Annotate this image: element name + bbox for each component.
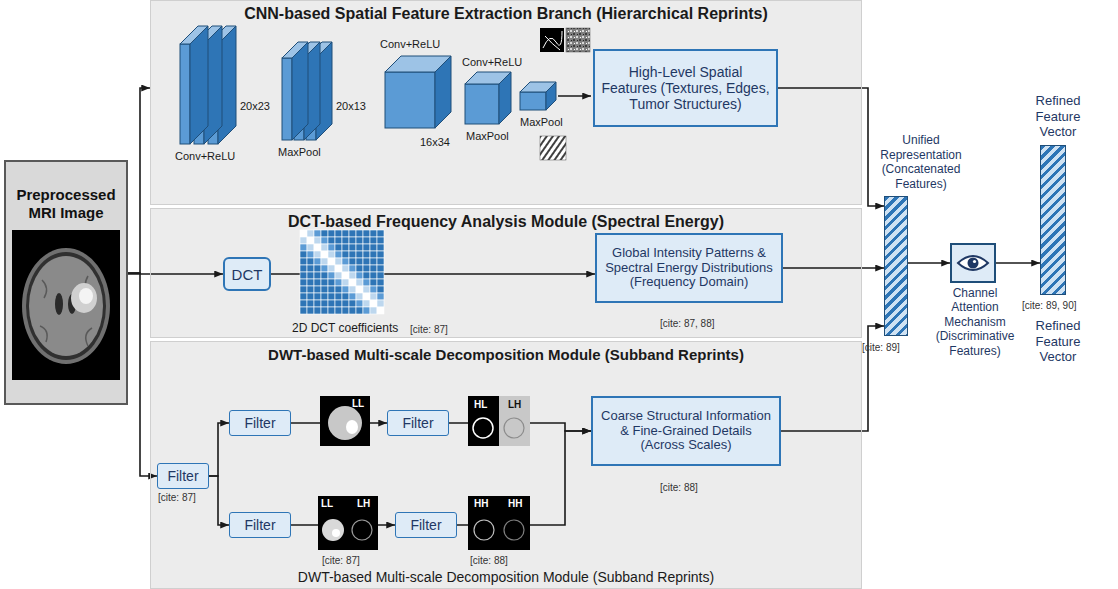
subband-label: LH xyxy=(508,399,521,411)
panel-ground xyxy=(150,341,862,589)
feature-box: Coarse Structural Information & Fine-Gra… xyxy=(591,396,781,466)
box-text: Filter xyxy=(410,517,441,533)
layer-block xyxy=(282,42,308,140)
connector-arrow xyxy=(128,88,150,273)
citation: [cite: 88] xyxy=(470,555,508,567)
cnn-output-arrow xyxy=(558,95,591,97)
box-text: DCT xyxy=(232,266,263,283)
feature-box: Global Intensity Patterns & Spectral Ene… xyxy=(595,233,783,303)
subband-label: HH xyxy=(508,498,522,510)
citation: [cite: 88] xyxy=(660,482,698,494)
input-title: Preprocessed MRI Image xyxy=(12,186,120,222)
citation: [cite: 87, 88] xyxy=(660,318,714,330)
connector-arrow xyxy=(908,262,950,264)
subband-images xyxy=(318,396,530,550)
matrix-caption: 2D DCT coefficients xyxy=(292,322,398,336)
panel-ground xyxy=(150,208,862,338)
box-text: Global Intensity Patterns & Spectral Ene… xyxy=(603,246,775,291)
attention-caption: Channel Attention Mechanism (Discriminat… xyxy=(928,286,1022,358)
bar-heading: Refined Feature Vector xyxy=(1023,318,1093,365)
filter-box: Filter xyxy=(157,463,209,489)
citation: [cite: 87] xyxy=(322,555,360,567)
layer-label: MaxPool xyxy=(278,146,321,159)
bar-heading: Refined Feature Vector xyxy=(1023,93,1093,140)
connector-arrow xyxy=(128,273,157,476)
connector-arrow xyxy=(209,476,229,525)
feature-thumbnails xyxy=(540,28,590,160)
filter-box: Filter xyxy=(229,410,291,436)
mri-scan-image xyxy=(12,230,120,380)
citation: [cite: 89, 90] xyxy=(1022,300,1076,312)
citation: [cite: 87] xyxy=(158,492,196,504)
subband-label: HL xyxy=(474,399,487,411)
box-text: Filter xyxy=(244,517,275,533)
input-image-box: Preprocessed MRI Image xyxy=(4,160,128,405)
panel-title: DWT-based Multi-scale Decomposition Modu… xyxy=(151,569,861,585)
panel-title: DCT-based Frequency Analysis Module (Spe… xyxy=(151,213,861,231)
citation: [cite: 89] xyxy=(862,342,900,354)
subband-label: LL xyxy=(352,398,364,410)
panel-title: CNN-based Spatial Feature Extraction Bra… xyxy=(151,5,861,23)
transform-box: DCT xyxy=(223,257,271,291)
box-text: Filter xyxy=(244,415,275,431)
layer-label: Conv+ReLU xyxy=(175,150,235,163)
feature-vector-bar: Refined Feature VectorRefined Feature Ve… xyxy=(1040,145,1066,295)
filter-box: Filter xyxy=(387,410,449,436)
dimension-label: 20x13 xyxy=(336,100,366,113)
dimension-label: 20x23 xyxy=(240,100,270,113)
box-text: Coarse Structural Information & Fine-Gra… xyxy=(599,409,773,454)
subband-label: LL xyxy=(321,498,333,510)
layer-label: MaxPool xyxy=(466,130,509,143)
attention-box: Channel Attention Mechanism (Discriminat… xyxy=(950,243,996,283)
layer-block xyxy=(520,82,556,110)
layer-block xyxy=(180,26,208,144)
connector-arrow xyxy=(996,262,1040,264)
subband-label: HH xyxy=(474,498,488,510)
branch-panel: DCT-based Frequency Analysis Module (Spe… xyxy=(150,208,862,338)
dimension-label: 16x34 xyxy=(420,136,450,149)
filter-box: Filter xyxy=(229,512,291,538)
cnn-layers xyxy=(180,26,556,144)
box-text: Filter xyxy=(167,468,198,484)
layer-block xyxy=(385,56,451,128)
panel-title: DWT-based Multi-scale Decomposition Modu… xyxy=(151,346,861,363)
connector-arrow xyxy=(778,88,884,206)
eye-icon xyxy=(956,252,990,274)
box-text: Filter xyxy=(402,415,433,431)
bar-heading: Unified Representation (Concatenated Fea… xyxy=(877,133,965,191)
connector-arrow xyxy=(128,273,223,275)
box-text: High-Level Spatial Features (Textures, E… xyxy=(601,64,770,112)
filter-box: Filter xyxy=(395,512,457,538)
dct-coefficient-matrix xyxy=(300,230,384,314)
panel-ground xyxy=(150,0,862,205)
branch-panel: DWT-based Multi-scale Decomposition Modu… xyxy=(150,341,862,589)
layer-label: Conv+ReLU xyxy=(462,56,522,69)
feature-vector-bar: Unified Representation (Concatenated Fea… xyxy=(884,196,908,336)
layer-label: Conv+ReLU xyxy=(380,38,440,51)
feature-box: High-Level Spatial Features (Textures, E… xyxy=(593,49,778,127)
subband-label: LH xyxy=(357,498,370,510)
connector-arrow xyxy=(209,423,229,476)
connector-arrow xyxy=(783,267,884,269)
layer-label: MaxPool xyxy=(520,116,563,129)
citation: [cite: 87] xyxy=(410,324,448,336)
layer-block xyxy=(465,72,511,124)
